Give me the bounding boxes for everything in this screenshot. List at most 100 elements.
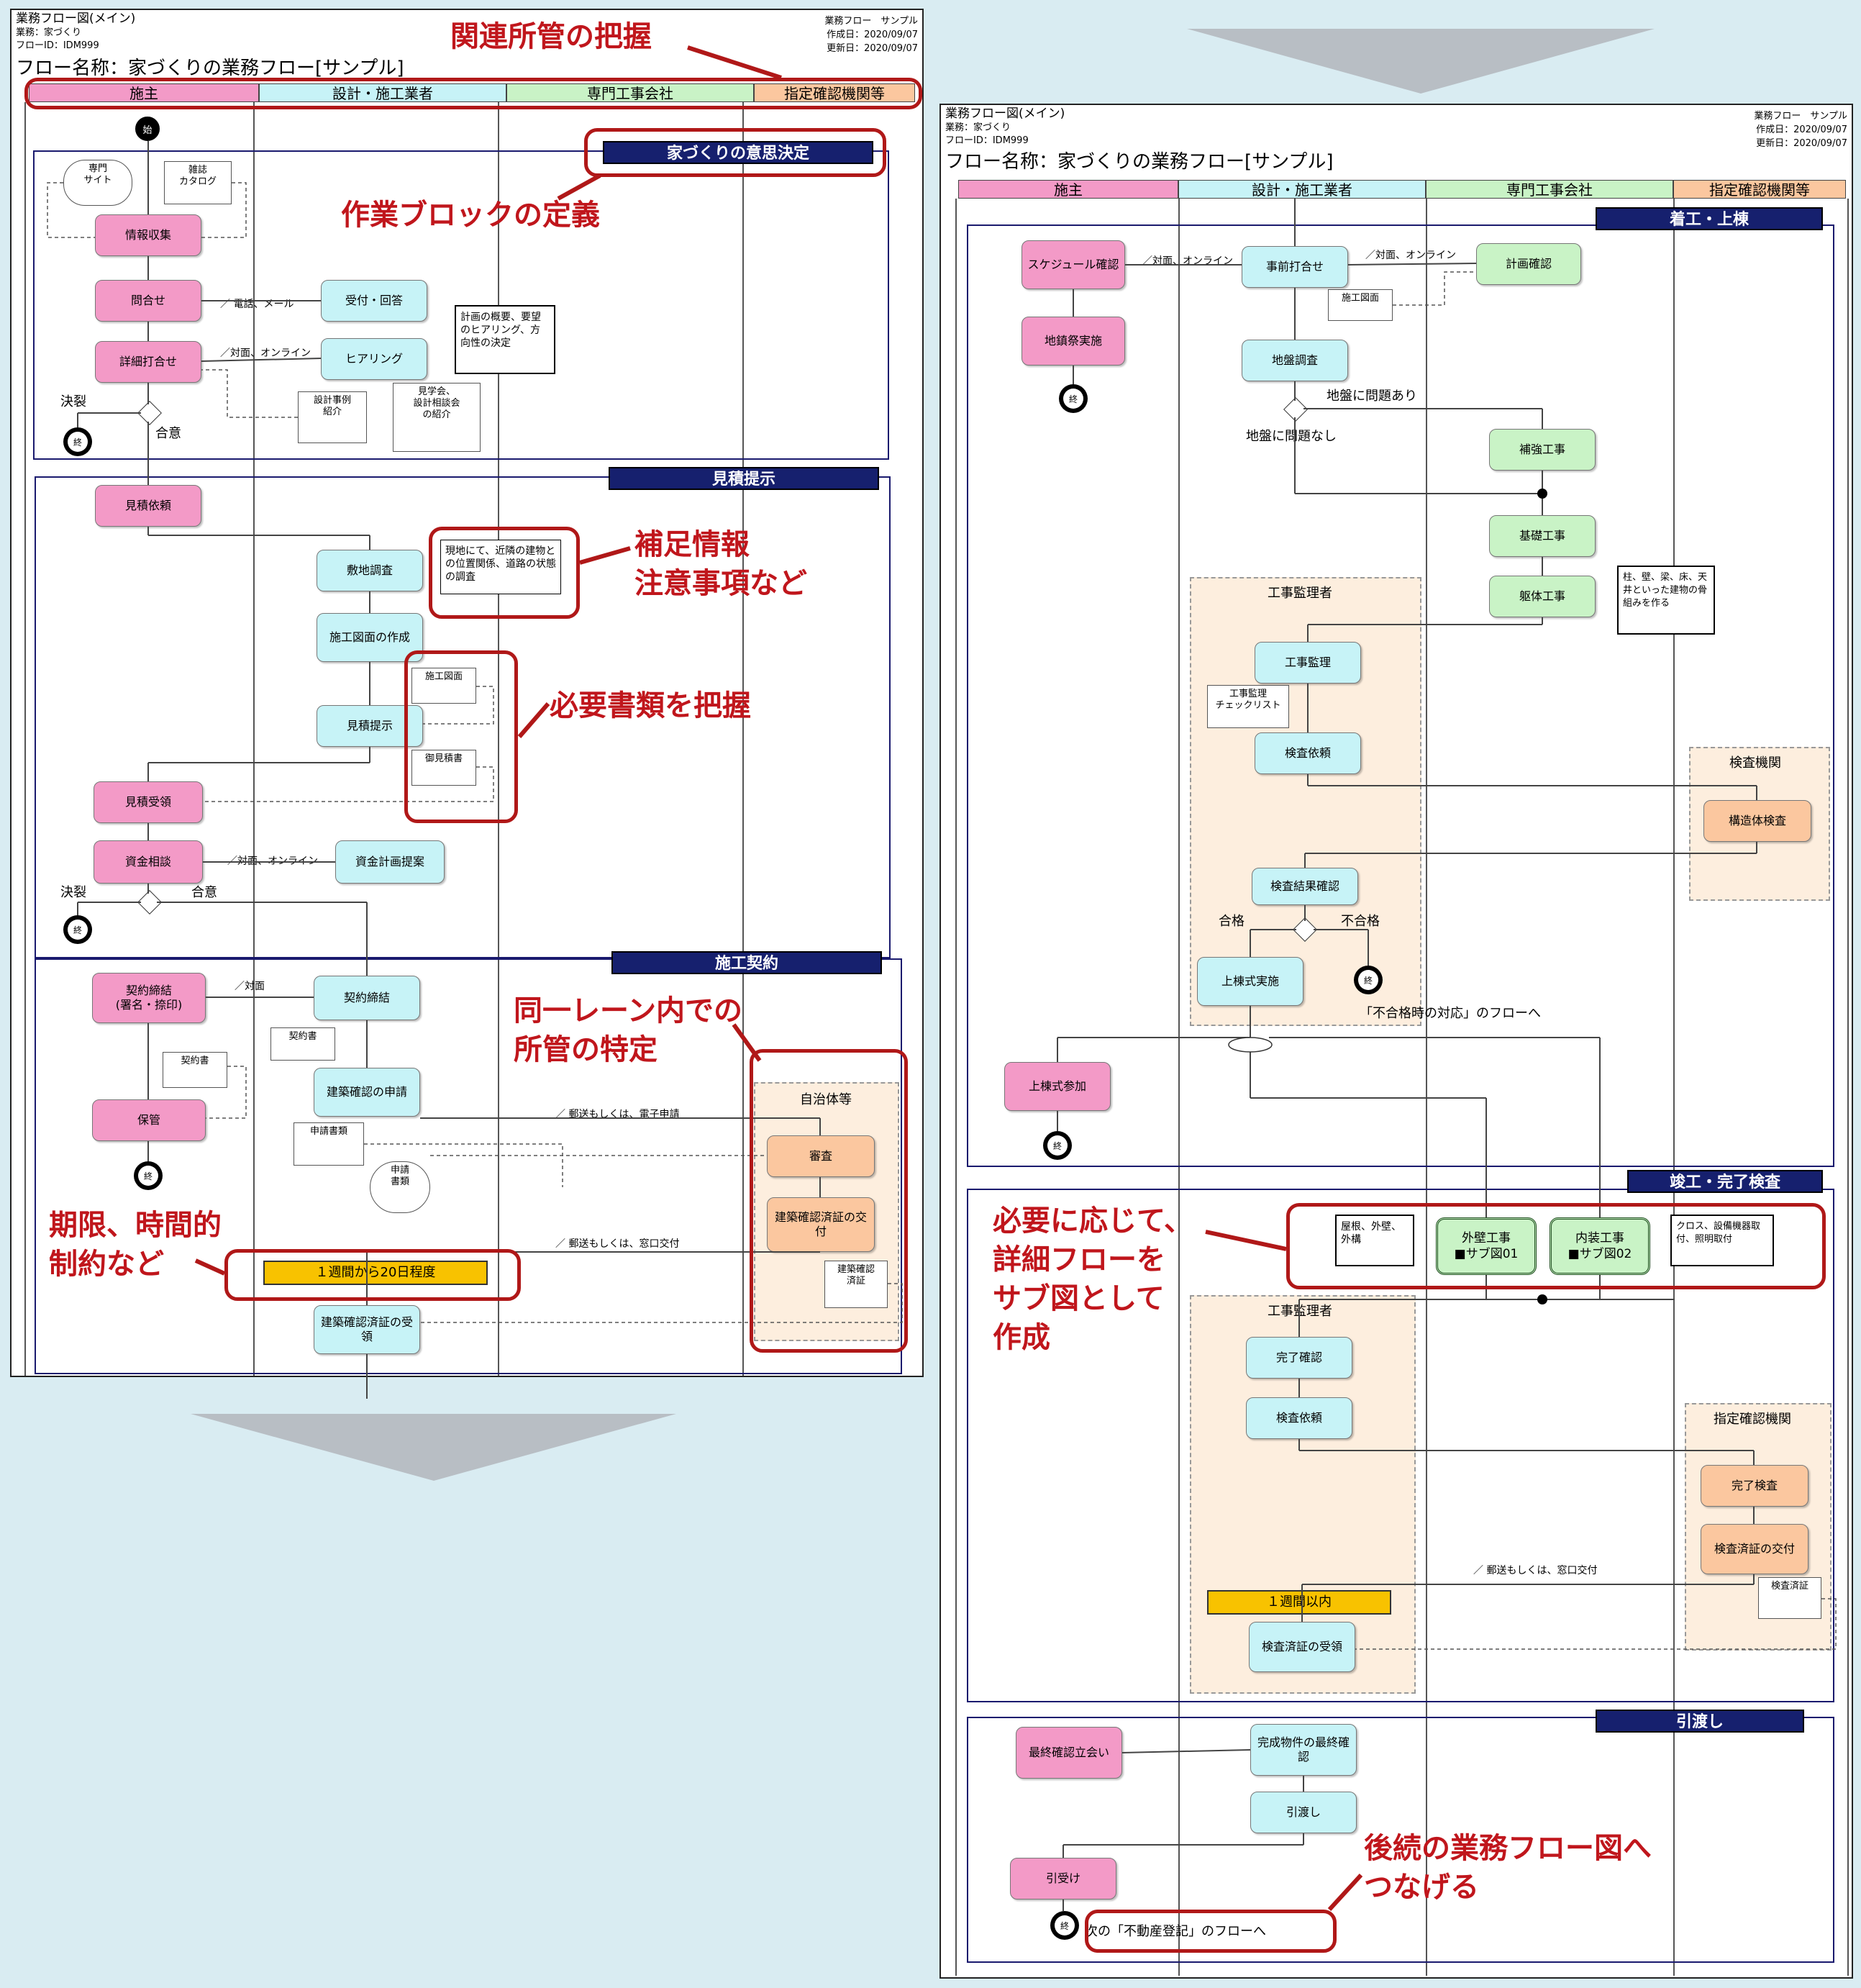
node-estimate-request[interactable]: 見積依頼 [95, 485, 201, 527]
node-info-gathering[interactable]: 情報収集 [95, 214, 201, 256]
lane-divider [1426, 199, 1427, 1976]
edge-label-online: ／対面、オンライン [1365, 250, 1456, 261]
node-frame[interactable]: 躯体工事 [1489, 576, 1596, 617]
node-contract[interactable]: 契約締結 [314, 976, 420, 1020]
block-completion [967, 1189, 1834, 1702]
doc-contract-copy: 契約書 [163, 1052, 227, 1088]
node-cert-issue[interactable]: 建築確認済証の交付 [767, 1197, 875, 1252]
flow-id: フローID：IDM999 [16, 40, 99, 51]
node-fund-consult[interactable]: 資金相談 [94, 840, 203, 884]
subfigure-exterior-work[interactable]: 外壁工事 ■サブ図01 [1436, 1217, 1537, 1275]
lane-divider [1178, 199, 1180, 1976]
node-topping-attend[interactable]: 上棟式参加 [1004, 1062, 1111, 1111]
edge-label-post: ／ 郵送もしくは、窓口交付 [1473, 1565, 1598, 1576]
note-hearing: 計画の概要、要望のヒアリング、方向性の決定 [455, 305, 555, 374]
start-label: 始 [142, 124, 153, 136]
lane-header-client: 施主 [958, 180, 1178, 199]
sample-label: 業務フロー サンプル [1754, 111, 1847, 122]
label-pass: 合格 [1219, 914, 1245, 929]
lane-divider [1847, 199, 1849, 1976]
doc-events: 見学会、 設計相談会 の紹介 [393, 383, 481, 452]
lane-header-specialist: 専門工事会社 [506, 83, 754, 102]
node-contract-sign[interactable]: 契約締結 (署名・捺印) [92, 973, 206, 1023]
doc-contract: 契約書 [270, 1027, 335, 1061]
node-schedule[interactable]: スケジュール確認 [1021, 240, 1125, 289]
node-ceremony[interactable]: 地鎮祭実施 [1021, 317, 1125, 366]
end-label: 終 [68, 432, 88, 452]
node-pre-meeting[interactable]: 事前打合せ [1242, 246, 1348, 288]
node-review[interactable]: 審査 [767, 1135, 875, 1177]
node-inspection-request[interactable]: 検査依頼 [1255, 732, 1361, 774]
callout-text-docs: 必要書類を把握 [550, 689, 751, 722]
doc-kind: 業務フロー図(メイン) [16, 12, 136, 26]
flow-id: フローID：IDM999 [945, 135, 1029, 146]
block-estimate [35, 476, 891, 958]
lane-divider [1673, 199, 1675, 1976]
lane-divider [253, 102, 255, 1376]
node-inquiry[interactable]: 問合せ [95, 280, 201, 322]
zone-label-agency: 指定確認機関 [1714, 1412, 1791, 1427]
end-label: 終 [138, 1166, 158, 1186]
node-inspection-cert-issue[interactable]: 検査済証の交付 [1701, 1524, 1808, 1574]
node-accept[interactable]: 引受け [1010, 1858, 1116, 1900]
lane-divider [24, 102, 26, 1376]
node-final-witness[interactable]: 最終確認立会い [1016, 1727, 1122, 1779]
node-reinforcement[interactable]: 補強工事 [1489, 429, 1596, 471]
doc-app-documents: 申請 書類 [370, 1161, 430, 1213]
node-supervision[interactable]: 工事監理 [1255, 642, 1361, 684]
doc-drawing: 施工図面 [1328, 289, 1393, 321]
end-node: 終 [1059, 384, 1088, 413]
node-keep[interactable]: 保管 [92, 1099, 206, 1141]
node-structure-inspection[interactable]: 構造体検査 [1703, 800, 1811, 842]
node-final-check[interactable]: 完成物件の最終確認 [1250, 1724, 1357, 1776]
node-fund-plan[interactable]: 資金計画提案 [335, 840, 445, 884]
end-label: 終 [1358, 970, 1378, 990]
node-result-check[interactable]: 検査結果確認 [1252, 868, 1358, 905]
node-final-inspection[interactable]: 完了検査 [1701, 1465, 1808, 1507]
doc-inspection-cert: 検査済証 [1758, 1577, 1821, 1619]
callout-box-subflow [1286, 1203, 1826, 1289]
node-detail-meeting[interactable]: 詳細打合せ [95, 341, 201, 383]
callout-text-lanes: 関連所管の把握 [450, 20, 652, 53]
doc-specialist-site: 専門 サイト [63, 160, 132, 206]
callout-box-block [584, 128, 886, 177]
end-label: 終 [68, 920, 88, 940]
lane-divider [498, 102, 499, 1376]
edge-label-online: ／対面、オンライン [220, 348, 311, 359]
node-topping-ceremony[interactable]: 上棟式実施 [1197, 957, 1303, 1006]
node-drawing-creation[interactable]: 施工図面の作成 [317, 613, 423, 662]
note-frame: 柱、壁、梁、床、天井といった建物の骨組みを作る [1617, 566, 1715, 635]
end-node: 終 [63, 915, 92, 944]
flow-title: フロー名称：家づくりの業務フロー[サンプル] [16, 58, 404, 79]
edge-label-post: ／ 郵送もしくは、窓口交付 [555, 1238, 680, 1250]
callout-text-deadline: 期限、時間的 制約など [49, 1209, 222, 1281]
node-reception-answer[interactable]: 受付・回答 [321, 280, 427, 322]
right-flow-sheet: 業務フロー図(メイン) 業務：家づくり フローID：IDM999 フロー名称：家… [939, 104, 1853, 1979]
node-building-apply[interactable]: 建築確認の申請 [314, 1068, 420, 1117]
node-handover[interactable]: 引渡し [1250, 1792, 1357, 1833]
label-ground-issue: 地盤に問題あり [1327, 389, 1417, 404]
node-site-survey[interactable]: 敷地調査 [317, 550, 423, 591]
header-meta: 業務フロー サンプル 作成日：2020/09/07 更新日：2020/09/07 [1754, 109, 1847, 150]
node-cert-receipt[interactable]: 建築確認済証の受領 [314, 1305, 420, 1354]
zone-label-inspection: 検査機関 [1729, 755, 1781, 771]
lane-header-builder: 設計・施工業者 [1178, 180, 1426, 199]
node-completion-check[interactable]: 完了確認 [1246, 1337, 1352, 1379]
created-date: 作成日：2020/09/07 [1756, 124, 1847, 135]
node-estimate-receive[interactable]: 見積受領 [94, 781, 203, 823]
node-inspection-request-2[interactable]: 検査依頼 [1246, 1397, 1352, 1439]
lane-header-builder: 設計・施工業者 [259, 83, 506, 102]
node-hearing[interactable]: ヒアリング [321, 338, 427, 380]
lane-divider [955, 199, 957, 1976]
callout-box-docs [404, 650, 518, 823]
node-plan-check[interactable]: 計画確認 [1476, 243, 1581, 285]
edge-label-phone: ／ 電話、メール [220, 299, 294, 310]
node-foundation[interactable]: 基礎工事 [1489, 515, 1596, 557]
subfigure-interior-work[interactable]: 内装工事 ■サブ図02 [1550, 1217, 1650, 1275]
node-inspection-cert-receipt[interactable]: 検査済証の受領 [1249, 1622, 1355, 1672]
callout-text-same-lane: 同一レーン内での 所管の特定 [514, 994, 742, 1066]
node-ground-survey[interactable]: 地盤調査 [1242, 340, 1348, 381]
callout-box-lanes [24, 78, 922, 109]
label-breakdown: 決裂 [60, 394, 86, 409]
block-label-decision: 家づくりの意思決定 [603, 141, 873, 164]
